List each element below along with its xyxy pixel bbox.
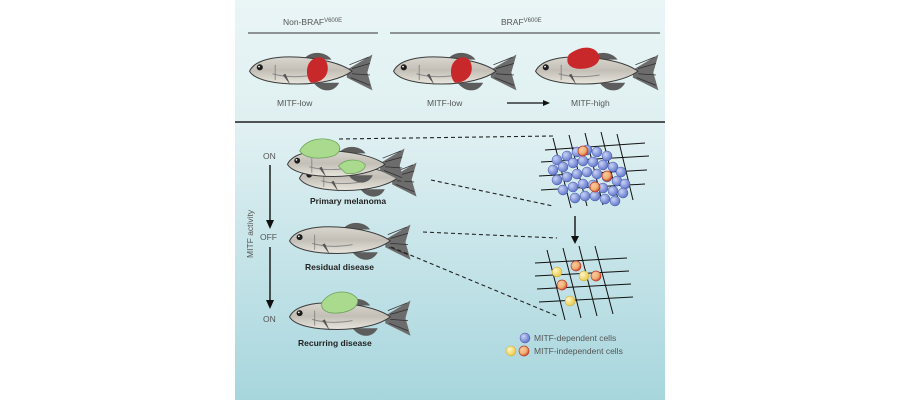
- axis-label: MITF activity: [245, 209, 255, 258]
- legend-red-cell-icon: [518, 345, 530, 357]
- state-label-1: ON: [263, 151, 276, 161]
- legend-label-independent: MITF-independent cells: [534, 346, 623, 356]
- fish-label-2: MITF-low: [427, 98, 463, 108]
- tumor-region-3: [567, 47, 600, 69]
- tissue-grid-primary: [538, 131, 650, 209]
- legend-label-dependent: MITF-dependent cells: [534, 333, 616, 343]
- legend-yellow-cell-icon: [505, 345, 517, 357]
- red-cell: [590, 270, 602, 282]
- fish-label-3: MITF-high: [571, 98, 610, 108]
- zebrafish-3: [534, 47, 660, 92]
- stage-label-3: Recurring disease: [298, 338, 372, 348]
- recurring-fish: [288, 291, 412, 337]
- legend: MITF-dependent cells MITF-independent ce…: [505, 332, 623, 357]
- zebrafish-1: [248, 52, 374, 92]
- group-label-non-braf: Non-BRAFV600E: [283, 17, 342, 27]
- stage-label-1: Primary melanoma: [310, 196, 386, 206]
- red-cell: [589, 181, 601, 193]
- zebrafish-2: [392, 52, 518, 92]
- axis-arrowhead-2: [266, 300, 274, 309]
- tumor-region-2: [450, 57, 472, 83]
- red-cell: [601, 170, 613, 182]
- red-cell: [570, 260, 582, 272]
- yellow-cell: [551, 266, 563, 278]
- transition-arrowhead: [571, 236, 579, 244]
- tumor-region-1: [306, 57, 328, 83]
- primary-fish-front: [286, 138, 406, 184]
- red-cell: [556, 279, 568, 291]
- primary-tumor-back: [337, 159, 366, 175]
- progression-arrowhead: [543, 100, 550, 106]
- legend-blue-cell-icon: [519, 332, 531, 344]
- figure-panel: Non-BRAFV600E BRAFV600E MITF-low MITF-lo…: [235, 0, 665, 400]
- diagram-canvas: Non-BRAFV600E BRAFV600E MITF-low MITF-lo…: [235, 0, 665, 400]
- yellow-cell: [564, 295, 576, 307]
- state-label-3: ON: [263, 314, 276, 324]
- state-label-2: OFF: [260, 232, 277, 242]
- green-tumor-1: [299, 138, 341, 159]
- connector-lines: [338, 135, 558, 317]
- stage-label-2: Residual disease: [305, 262, 374, 272]
- group-label-braf: BRAFV600E: [501, 17, 542, 27]
- yellow-cell: [578, 270, 590, 282]
- tissue-grid-residual: [534, 245, 634, 321]
- fish-label-1: MITF-low: [277, 98, 313, 108]
- green-tumor-recurring: [321, 291, 358, 314]
- axis-arrowhead-1: [266, 220, 274, 229]
- red-cell: [577, 145, 589, 157]
